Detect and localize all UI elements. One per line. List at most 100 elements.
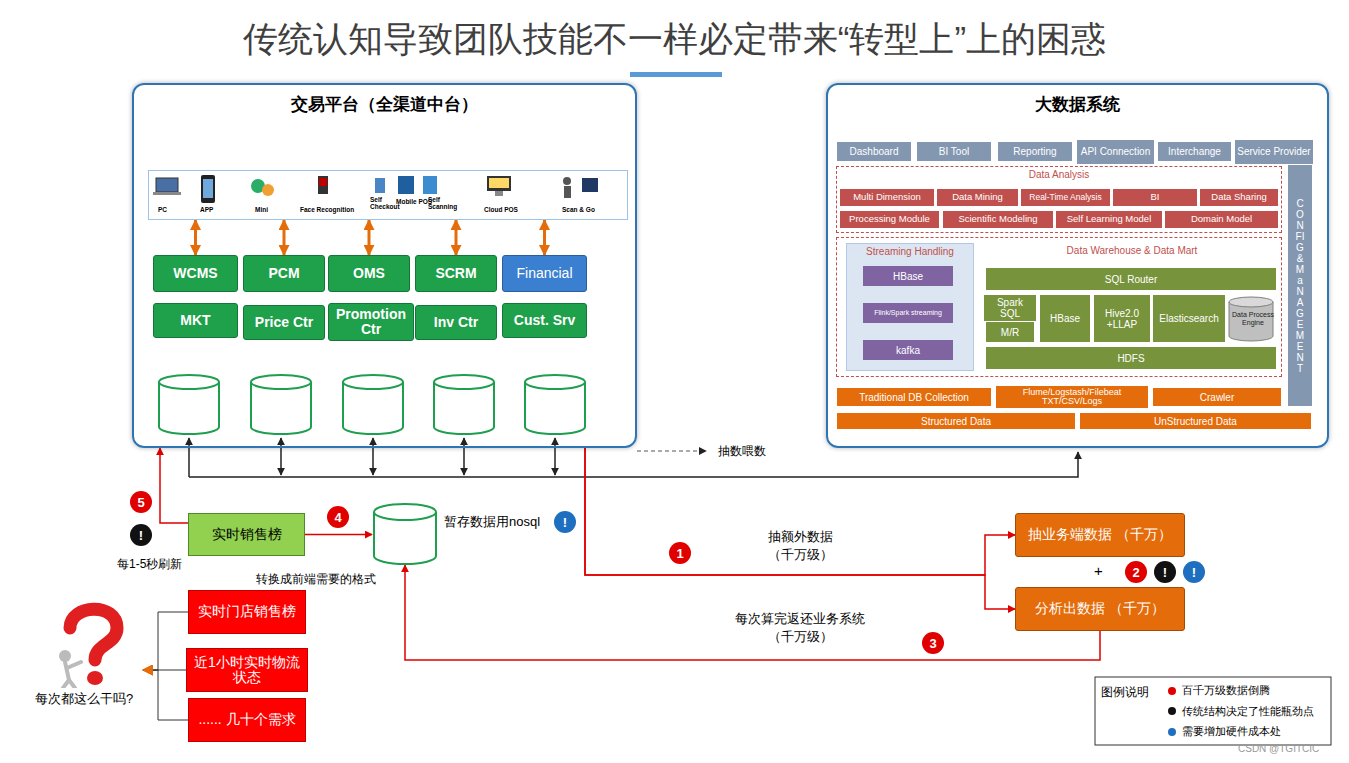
shape-outline [25,598,143,688]
callout-circle: 3 [922,632,944,654]
node-text: Reporting [1013,147,1056,157]
module-box: Structured Data [836,412,1076,430]
node-text: OMS [353,266,385,281]
node-text: Hive2.0 +LLAP [1096,308,1148,330]
node-text: 暂存数据用nosql [444,513,540,531]
platform-panel: PCAPPMiniFace RecognitionSelf CheckoutMo… [132,83,637,448]
node-text: 近1小时实时物流状态 [189,655,305,686]
legend-swatch [1168,728,1176,736]
node-text: BI [1151,192,1160,202]
connector [455,220,458,255]
node-text: Crawler [1200,392,1234,403]
legend-box [1095,677,1331,745]
node-text: ...... 几十个需求 [198,712,295,727]
node-text: 交易平台（全渠道中台） [134,93,635,116]
title: 传统认知导致团队技能不一样必定带来“转型上”上的困惑 [0,16,1349,63]
module-box: Spark SQL [984,295,1036,321]
platform-panel: DashboardBI ToolReportingAPI ConnectionI… [826,83,1329,448]
module-box: Reporting [997,141,1073,162]
text-holder: Cloud POS [484,206,518,213]
text-holder: 暂存数据用nosql [444,513,540,531]
node-text: Interchange [1168,147,1221,157]
connector [283,220,286,255]
edge-label: 抽额外数据 （千万级） [755,528,845,564]
node-text: Data Process Engine [1230,311,1276,326]
node-text: PC [158,206,167,213]
node-text: CONFIG & MaNAGEMENT [1295,198,1305,374]
module-box: Traditional DB Collection [836,387,992,407]
legend-row: 传统结构决定了性能瓶劲点 [1168,704,1314,719]
text-holder: APP [200,206,213,213]
module-box: SCRM [415,255,497,292]
title-underline [630,72,722,77]
connector [585,448,1015,609]
callout-number: ! [1192,565,1196,580]
legend-row: 需要增加硬件成本处 [1168,724,1281,739]
node-text: Streaming Handling [847,246,973,257]
legend-swatch [1168,687,1176,695]
group-box: Multi DimensionData MiningReal-Time Anal… [836,166,1282,233]
text-holder: Scan & Go [562,206,595,213]
note-text: 转换成前端需要的格式 [256,571,376,588]
nosql-store: 暂存数据用nosql [372,503,557,565]
node-text: Inv Ctr [434,315,478,330]
node-text: HBase [1050,313,1080,324]
module-box: 分析出数据 （千万） [1015,587,1185,631]
module-box: kafka [863,340,953,360]
callout-circle: ! [1183,561,1205,583]
legend-text: 需要增加硬件成本处 [1182,724,1281,739]
callout-number: ! [563,515,567,530]
node-text: Spark SQL [986,297,1034,319]
callout-number: 5 [137,495,144,510]
edge-label: 每次算完返还业务系统 （千万级） [730,610,870,646]
module-box: HDFS [986,347,1276,369]
module-box: Interchange [1157,141,1232,162]
node-text: Mini [255,206,268,213]
node-text: Service Provider [1237,147,1310,157]
node-text: Cloud POS [484,206,518,213]
module-box: Promotion Ctr [328,303,414,341]
note-holder: 图例说明 [1101,684,1149,701]
node-text: Self Checkout [370,196,394,210]
note-text: 抽数喂数 [718,443,766,460]
connector [368,220,371,255]
node-text: HBase [893,271,923,282]
node-text: SQL Router [1105,274,1157,285]
node-text: Scan & Go [562,206,595,213]
text-holder: Self Checkout [370,196,394,210]
connector [305,534,372,536]
module-box: Flume/Logstash/Filebeat TXT/CSV/Logs [995,385,1149,410]
connector [585,448,1015,575]
connector [143,612,188,670]
module-box: BI [1113,189,1197,206]
node-text: Processing Module [849,214,930,224]
node-text: MKT [180,313,210,328]
callout-circle: 5 [130,491,152,513]
node-text: BI Tool [939,147,969,157]
note-text: CSDN @TGITCIC [1238,743,1319,754]
edge-label-holder: 抽额外数据 （千万级） [755,528,845,564]
callout-circle: ! [130,524,152,546]
callout-circle: 2 [1125,561,1147,583]
node-text: Elasticsearch [1159,313,1218,324]
module-box: Flink/Spark streaming [863,303,953,323]
connector [543,220,546,255]
node-text: Multi Dimension [853,192,921,202]
node-text: UnStructured Data [1154,416,1237,427]
module-box: BI Tool [916,141,992,162]
note-holder: + [1094,562,1103,579]
callout-circle: 4 [327,506,349,528]
callout-number: 3 [929,636,936,651]
module-box: MKT [153,303,238,338]
module-box: Self Learning Model [1056,211,1162,228]
node-text: Cust. Srv [514,313,575,328]
text-holder: Data Analysis [837,169,1281,180]
node-text: PCM [268,266,299,281]
connector [194,220,197,255]
node-text: 实时门店销售榜 [198,604,296,619]
module-box: WCMS [153,255,238,292]
module-box: Real-Time Analysis [1021,189,1110,206]
node-text: 实时销售榜 [212,527,282,542]
node-text: Self Scanning [428,196,454,210]
